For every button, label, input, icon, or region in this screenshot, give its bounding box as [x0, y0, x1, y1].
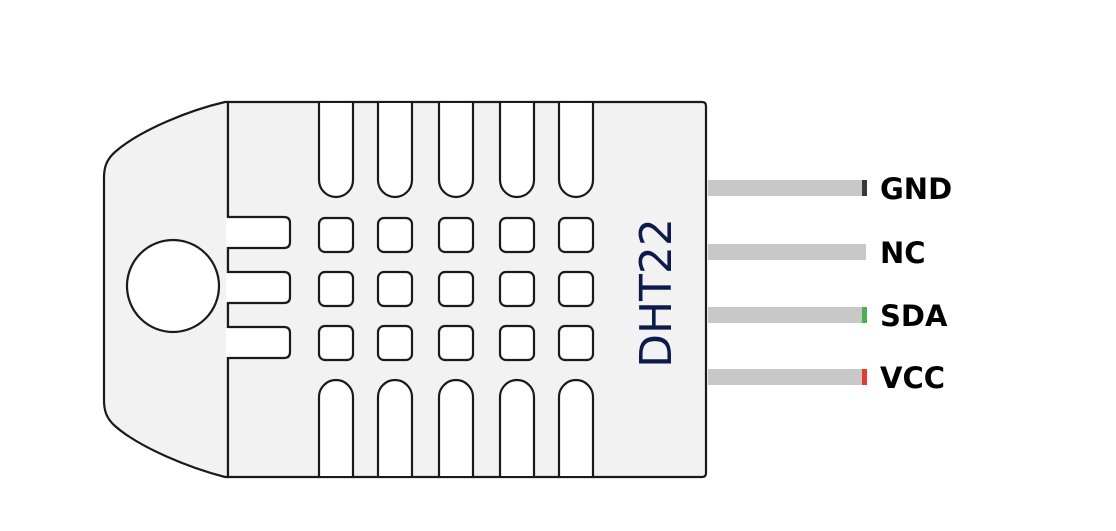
vent-square — [498, 216, 536, 254]
pin-sda: SDA — [708, 299, 948, 333]
vent-square — [557, 324, 595, 362]
vent-square — [557, 216, 595, 254]
vent-square — [498, 270, 536, 308]
pin-color-marker — [862, 369, 867, 385]
bottom-vent-slot — [557, 378, 595, 476]
pin-leads: GND NC SDA VCC — [708, 172, 952, 395]
vent-square — [437, 270, 475, 308]
bottom-vent-slots — [317, 378, 595, 476]
side-notch-opening — [226, 328, 229, 357]
vent-square — [317, 216, 355, 254]
model-label: DHT22 — [631, 218, 682, 368]
top-vent-slot — [437, 103, 475, 199]
top-vent-slot — [557, 103, 595, 199]
top-vent-slot — [317, 103, 355, 199]
bottom-vent-slot — [437, 378, 475, 476]
pin-lead — [708, 307, 866, 323]
bottom-vent-slot — [317, 378, 355, 476]
pin-lead — [708, 369, 866, 385]
pin-color-marker — [862, 307, 867, 323]
side-notch-opening — [226, 218, 229, 247]
vent-square — [376, 216, 414, 254]
top-vent-slot — [498, 103, 536, 199]
pin-label: VCC — [880, 361, 945, 395]
side-notch — [227, 270, 292, 305]
vent-square — [376, 270, 414, 308]
side-notch — [227, 325, 292, 360]
pin-label: SDA — [880, 299, 948, 333]
vent-square — [317, 324, 355, 362]
pin-label: GND — [880, 172, 952, 206]
vent-square — [437, 216, 475, 254]
pin-nc: NC — [708, 236, 926, 270]
bottom-vent-slot — [498, 378, 536, 476]
mounting-hole — [125, 238, 221, 334]
pin-label: NC — [880, 236, 926, 270]
pin-vcc: VCC — [708, 361, 945, 395]
side-notch-opening — [226, 273, 229, 302]
vent-square — [376, 324, 414, 362]
vent-square — [317, 270, 355, 308]
vent-square — [437, 324, 475, 362]
side-notches — [226, 215, 292, 360]
top-vent-slots — [317, 103, 595, 199]
vent-square — [498, 324, 536, 362]
vent-square — [557, 270, 595, 308]
side-notch — [227, 215, 292, 250]
pin-gnd: GND — [708, 172, 952, 206]
pin-color-marker — [862, 180, 867, 196]
top-vent-slot — [376, 103, 414, 199]
bottom-vent-slot — [376, 378, 414, 476]
pin-lead — [708, 244, 866, 260]
vent-grid — [317, 216, 595, 362]
pin-lead — [708, 180, 866, 196]
